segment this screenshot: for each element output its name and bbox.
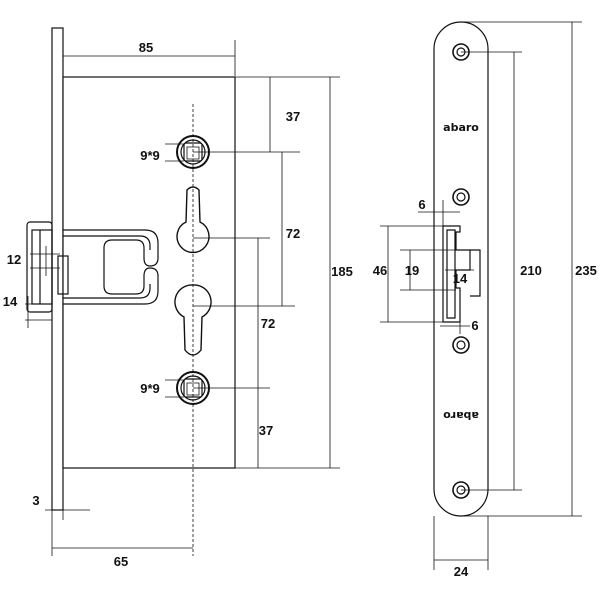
dim-body-width: 85 (139, 40, 153, 55)
brand-logo-inverted: abaro (443, 409, 479, 422)
lock-dimension-lines (25, 40, 340, 556)
lock-body (26, 27, 236, 511)
dim-backset: 65 (114, 554, 128, 569)
dim-latch-opening: 19 (405, 263, 419, 278)
keyhole-upper (176, 186, 210, 254)
lock-case (62, 76, 236, 469)
dim-upper-spacing: 37 (286, 109, 300, 124)
dim-spindle-square-top: 9*9 (140, 148, 160, 163)
brand-logo: abaro (443, 121, 479, 134)
dim-cylinder-to-lower: 72 (261, 316, 275, 331)
screw-hole-upper (452, 188, 470, 206)
dim-lip-top: 6 (418, 197, 425, 212)
dim-body-height: 185 (331, 264, 353, 279)
dim-lower-spacing: 37 (259, 423, 273, 438)
dim-hole-spacing: 210 (520, 263, 542, 278)
dim-lip-bottom: 6 (471, 318, 478, 333)
dim-spindle-square-bottom: 9*9 (140, 381, 160, 396)
dim-strike-width: 24 (454, 564, 469, 579)
dim-bolt-height: 14 (3, 294, 18, 309)
strike-plate (433, 21, 489, 517)
dim-spindle-to-cylinder: 72 (286, 226, 300, 241)
strike-dimension-lines (380, 21, 582, 570)
dim-tongue-width: 14 (453, 271, 468, 286)
screw-hole-lower (452, 336, 470, 354)
dim-latch-height: 12 (7, 252, 21, 267)
dim-strike-total-height: 235 (575, 263, 597, 278)
dim-faceplate-thickness: 3 (32, 493, 39, 508)
dim-opening-height: 46 (373, 263, 387, 278)
